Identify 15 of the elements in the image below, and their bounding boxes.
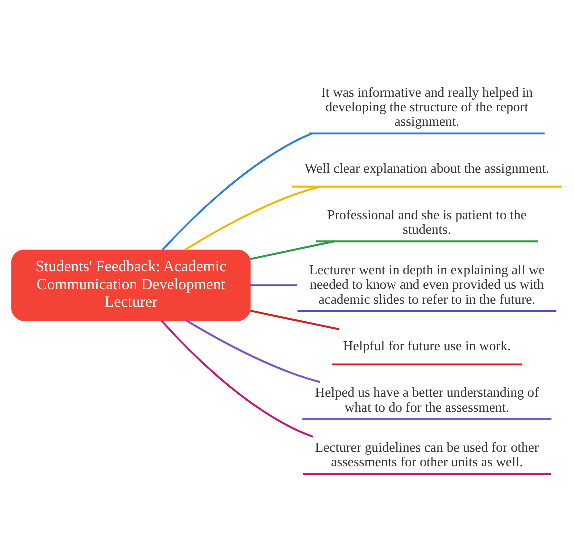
node-text: Professional and she is patient to the students. [327, 206, 527, 236]
connector [250, 310, 340, 330]
connector [250, 240, 335, 260]
node-text: Lecturer guidelines can be used for other assessments for other units as well. [315, 439, 540, 469]
connector [186, 319, 320, 383]
connector [162, 132, 312, 250]
node-text: Helpful for future use in work. [343, 338, 511, 354]
node-text: It was informative and really helped in developing the structure of the report assignment. [321, 84, 533, 129]
node-text: Lecturer went in depth in explaining all we needed to know and even provided us with academic slides to refer to in the future. [309, 262, 545, 306]
node-box: Students' Feedback: Academic Communication Development Lecturer [12, 249, 251, 321]
connector [250, 284, 298, 286]
connector [161, 320, 314, 438]
connector [184, 186, 320, 251]
node-text: Helped us have a better understanding of what to do for the assessment. [315, 384, 540, 414]
node-text: Well clear explanation about the assignment. [304, 160, 550, 176]
